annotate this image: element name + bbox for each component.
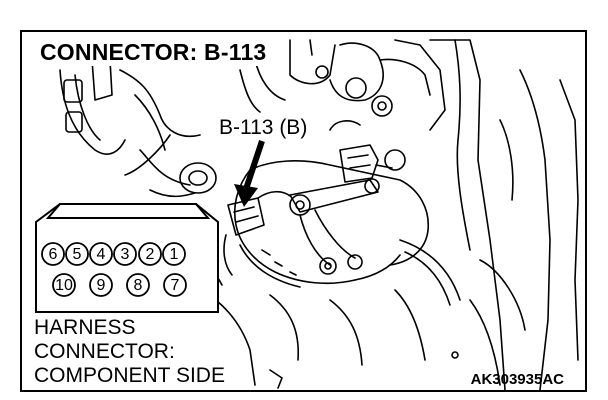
pin-label-10: 10 [55, 277, 73, 294]
figure-id: AK303935AC [470, 371, 564, 388]
figure-frame [20, 30, 587, 392]
harness-connector-diagram [35, 203, 219, 313]
pin-label-1: 1 [169, 246, 179, 263]
view-note-line-2: CONNECTOR: [34, 340, 175, 363]
background-machinery [59, 39, 579, 391]
pin-circles [41, 242, 187, 297]
connector-title: CONNECTOR: B-113 [38, 41, 270, 66]
pin-label-5: 5 [72, 246, 82, 263]
connector-key [45, 203, 211, 219]
callout-arrow [234, 140, 265, 207]
pin-label-2: 2 [145, 246, 155, 263]
connector-callout-label: B-113 (B) [217, 116, 310, 139]
view-note-line-3: COMPONENT SIDE [34, 364, 225, 387]
pin-label-3: 3 [120, 246, 130, 263]
view-note-line-1: HARNESS [34, 316, 136, 339]
pin-label-6: 6 [48, 246, 58, 263]
pin-label-4: 4 [96, 246, 106, 263]
pin-label-8: 8 [133, 277, 143, 294]
pin-label-7: 7 [170, 277, 180, 294]
pin-label-9: 9 [96, 277, 106, 294]
